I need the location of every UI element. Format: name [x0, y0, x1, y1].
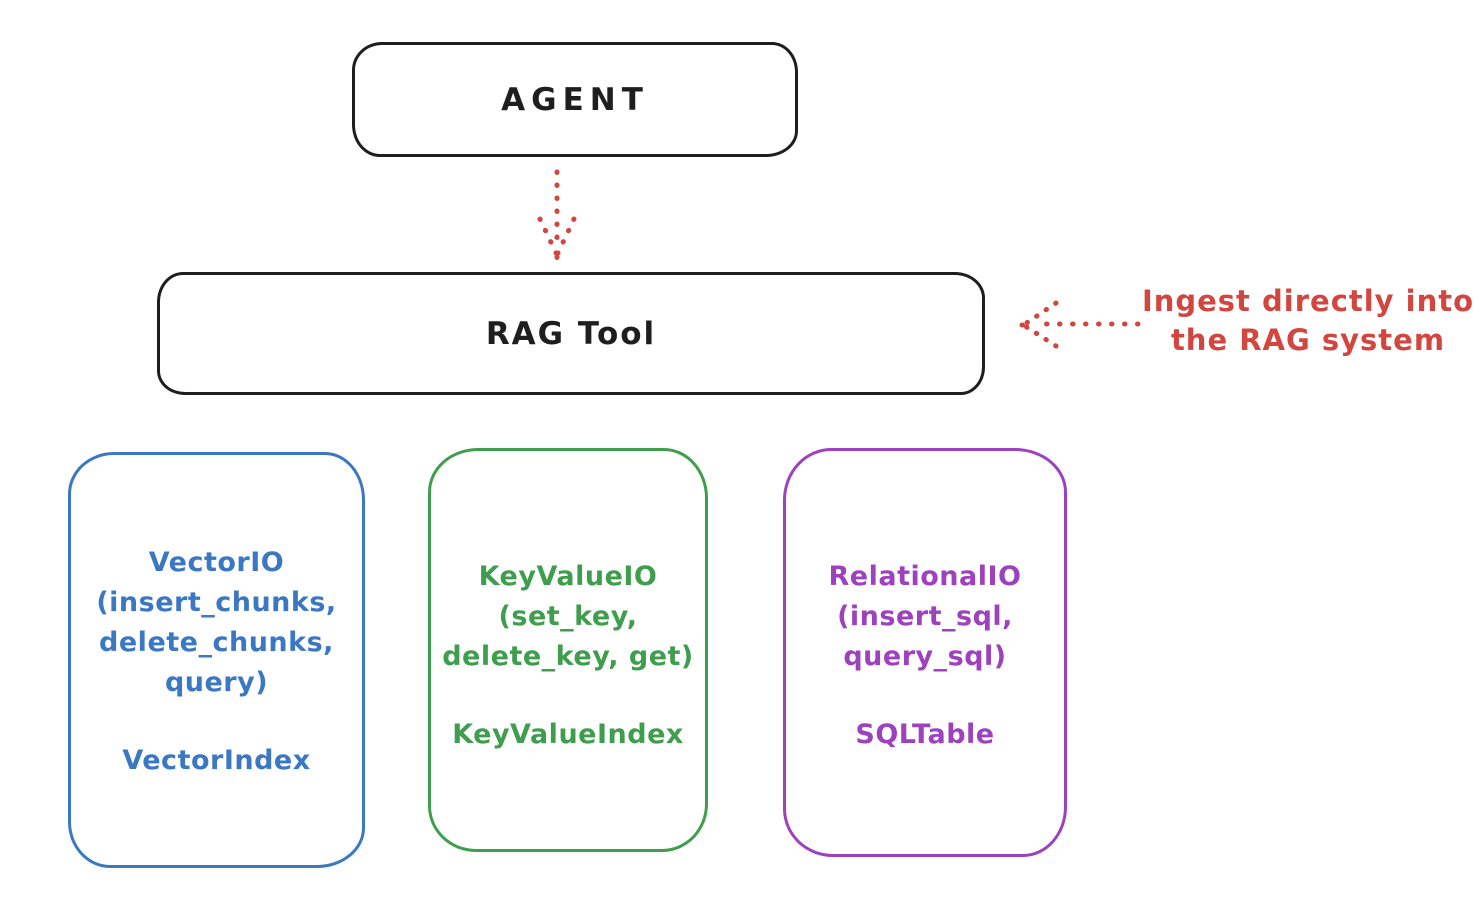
rag-tool-box: RAG Tool	[157, 272, 985, 395]
agent-box: AGENT	[352, 42, 798, 157]
method-line: (insert_sql,	[837, 601, 1013, 632]
keyvalue-io-methods: KeyValueIO (set_key, delete_key, get)	[431, 557, 705, 677]
ingest-annotation-line2: the RAG system	[1170, 323, 1446, 357]
relational-io-box: RelationalIO (insert_sql, query_sql) SQLTa…	[783, 448, 1067, 857]
method-line: (set_key,	[498, 601, 638, 632]
method-line: query_sql)	[843, 641, 1007, 672]
annotation-arrow	[1019, 300, 1141, 349]
ingest-annotation-line1: Ingest directly into	[1141, 284, 1475, 318]
keyvalue-io-box: KeyValueIO (set_key, delete_key, get) KeyV…	[428, 448, 708, 852]
agent-box-label: AGENT	[501, 81, 649, 118]
rag-tool-box-label: RAG Tool	[485, 315, 657, 352]
method-line: query)	[164, 667, 269, 698]
vector-io-methods: VectorIO (insert_chunks, delete_chunks,que…	[71, 543, 362, 703]
sql-table-label: SQLTable	[855, 719, 995, 750]
relational-io-methods: RelationalIO (insert_sql, query_sql)	[786, 557, 1064, 677]
vector-io-box: VectorIO (insert_chunks, delete_chunks,que…	[68, 452, 365, 868]
method-line: KeyValueIO	[478, 561, 658, 592]
method-line: delete_chunks,	[99, 627, 334, 658]
method-line: VectorIO	[148, 547, 285, 578]
agent-to-ragtool-arrow	[537, 169, 577, 260]
method-line: (insert_chunks,	[96, 587, 337, 618]
method-line: delete_key, get)	[442, 641, 694, 672]
vector-index-label: VectorIndex	[122, 745, 311, 776]
ingest-annotation: Ingest directly into the RAG system	[1140, 282, 1476, 360]
method-line: RelationalIO	[828, 561, 1022, 592]
keyvalue-index-label: KeyValueIndex	[452, 719, 684, 750]
